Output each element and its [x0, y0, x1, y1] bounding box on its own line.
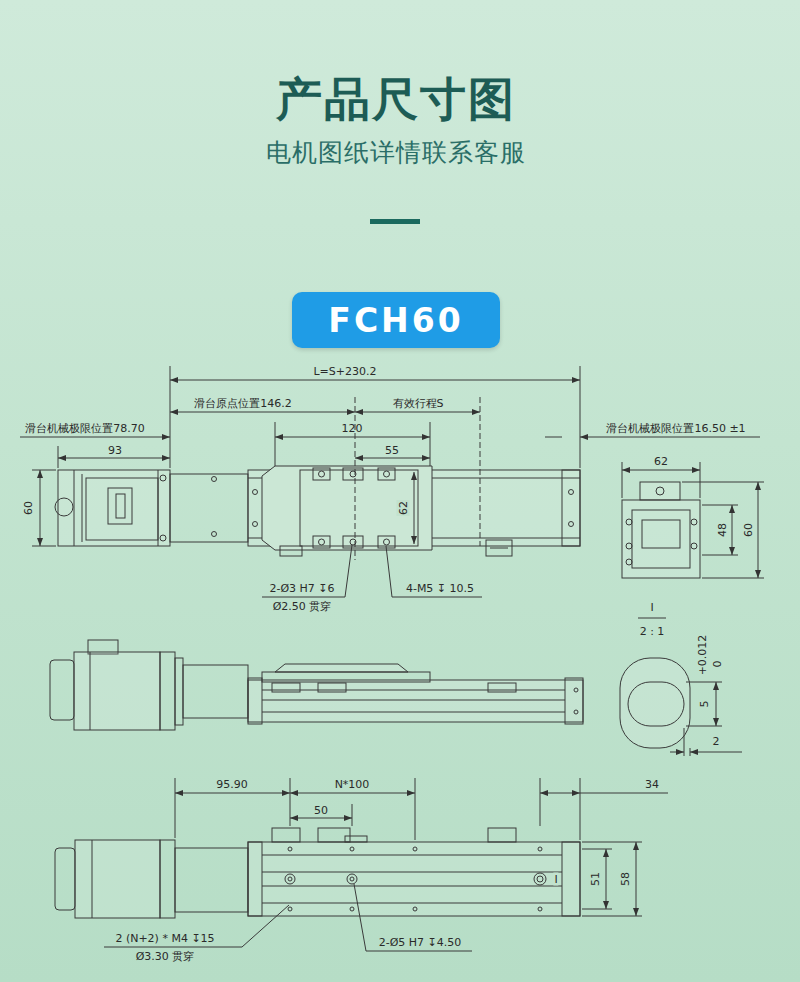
dimension-label: 滑台原点位置146.2 — [193, 397, 293, 410]
subtitle: 电机图纸详情联系客服 — [266, 136, 526, 169]
dimension-label: 50 — [313, 804, 329, 817]
page-title: 产品尺寸图 — [276, 69, 516, 131]
dimension-label: I — [553, 873, 558, 886]
dimension-label: 60 — [742, 522, 755, 538]
dimension-label: 95.90 — [215, 778, 249, 791]
dimension-label: L=S+230.2 — [312, 365, 377, 378]
dimension-label: 5 — [698, 700, 711, 709]
dimension-label: 滑台机械极限位置16.50 ±1 — [605, 422, 746, 435]
badge-text: FCH60 — [328, 301, 463, 340]
dimension-label: 2 : 1 — [639, 625, 666, 638]
dimension-label: 51 — [589, 871, 602, 887]
dimension-label: 2-Ø3 H7 ↧6 — [268, 582, 335, 595]
dimension-label: 62 — [397, 500, 410, 516]
model-badge: FCH60 — [292, 292, 500, 348]
dimension-label: 4-M5 ↧ 10.5 — [405, 582, 475, 595]
dimension-label: N*100 — [334, 778, 371, 791]
dimension-label: 34 — [644, 778, 660, 791]
dimension-label: 2 — [712, 735, 721, 748]
dimension-label: 0 — [711, 660, 724, 669]
dimension-label: Ø2.50 贯穿 — [272, 600, 333, 613]
dimension-label: 60 — [22, 500, 35, 516]
dimension-label: Ø3.30 贯穿 — [135, 950, 196, 963]
dimension-label: I — [649, 601, 654, 614]
dimension-label: 62 — [653, 455, 669, 468]
dimension-label: 2 (N+2) * M4 ↧15 — [114, 932, 215, 945]
dimension-label: 55 — [384, 444, 400, 457]
dimension-label: 58 — [619, 871, 632, 887]
dimension-label: 有效行程S — [392, 397, 445, 410]
dimension-label: 2-Ø5 H7 ↧4.50 — [378, 936, 463, 949]
dimension-label: 120 — [341, 422, 364, 435]
dimension-label: 48 — [716, 522, 729, 538]
dimension-label: +0.012 — [696, 634, 709, 677]
dimension-label: 滑台机械极限位置78.70 — [24, 422, 146, 435]
dimension-label: 93 — [107, 444, 123, 457]
